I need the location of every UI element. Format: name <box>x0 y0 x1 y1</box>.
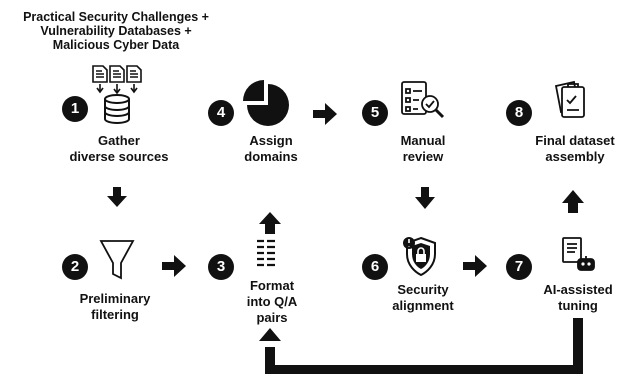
arrow-up-3-4 <box>259 212 281 234</box>
return-arrow-7-3 <box>259 318 583 374</box>
step-2-label-line: Preliminary <box>79 291 151 306</box>
step-7-label-line: AI-assisted <box>543 282 613 297</box>
database-icon <box>104 94 130 124</box>
arrow-up-7-8 <box>562 190 584 213</box>
step-7-label: AI-assisted tuning <box>528 282 628 314</box>
step-3-label: Format into Q/A pairs <box>232 278 312 326</box>
step-5-label: Manual review <box>378 133 468 165</box>
step-6-badge: 6 <box>362 254 388 280</box>
checklist-magnifier-icon <box>401 81 445 119</box>
step-5-label-line: review <box>402 149 444 164</box>
step-2-label-line: filtering <box>91 307 139 322</box>
step-4-badge: 4 <box>208 100 234 126</box>
arrow-down-5-6 <box>415 187 435 209</box>
step-6-label-line: alignment <box>392 298 454 313</box>
step-6-label-line: Security <box>397 282 449 297</box>
step-8-badge: 8 <box>506 100 532 126</box>
step-3-label-line: pairs <box>256 310 288 325</box>
clipboard-check-icon <box>554 80 585 118</box>
pie-chart-icon <box>243 80 289 126</box>
step-2-label: Preliminary filtering <box>60 291 170 323</box>
step-8-label-line: assembly <box>545 149 605 164</box>
arrow-right-6-7 <box>463 255 487 277</box>
documents-icon <box>92 65 142 95</box>
sources-line-2: Vulnerability Databases + <box>40 24 192 38</box>
step-2-badge: 2 <box>62 254 88 280</box>
step-1-label-line: Gather <box>98 133 140 148</box>
step-3-label-line: into Q/A <box>246 294 298 309</box>
step-6-label: Security alignment <box>378 282 468 314</box>
document-robot-icon <box>562 237 595 271</box>
step-7-badge: 7 <box>506 254 532 280</box>
funnel-icon <box>99 240 135 280</box>
step-4-label: Assign domains <box>226 133 316 165</box>
step-3-label-line: Format <box>249 278 295 293</box>
shield-lock-icon <box>403 236 436 277</box>
step-7-label-line: tuning <box>558 298 598 313</box>
arrow-right-4-5 <box>313 103 337 125</box>
arrow-down-1-2 <box>107 187 127 207</box>
list-format-icon <box>257 239 275 267</box>
step-3-badge: 3 <box>208 254 234 280</box>
sources-line-3: Malicious Cyber Data <box>52 38 180 52</box>
step-8-label: Final dataset assembly <box>522 133 628 165</box>
step-1-badge: 1 <box>62 96 88 122</box>
step-4-label-line: domains <box>244 149 298 164</box>
sources-title: Practical Security Challenges + Vulnerab… <box>0 10 232 52</box>
step-5-badge: 5 <box>362 100 388 126</box>
sources-line-1: Practical Security Challenges + <box>23 10 209 24</box>
step-5-label-line: Manual <box>400 133 446 148</box>
arrow-right-2-3 <box>162 255 186 277</box>
step-4-label-line: Assign <box>249 133 293 148</box>
step-1-label-line: diverse sources <box>69 149 169 164</box>
step-8-label-line: Final dataset <box>535 133 615 148</box>
step-1-label: Gather diverse sources <box>60 133 178 165</box>
